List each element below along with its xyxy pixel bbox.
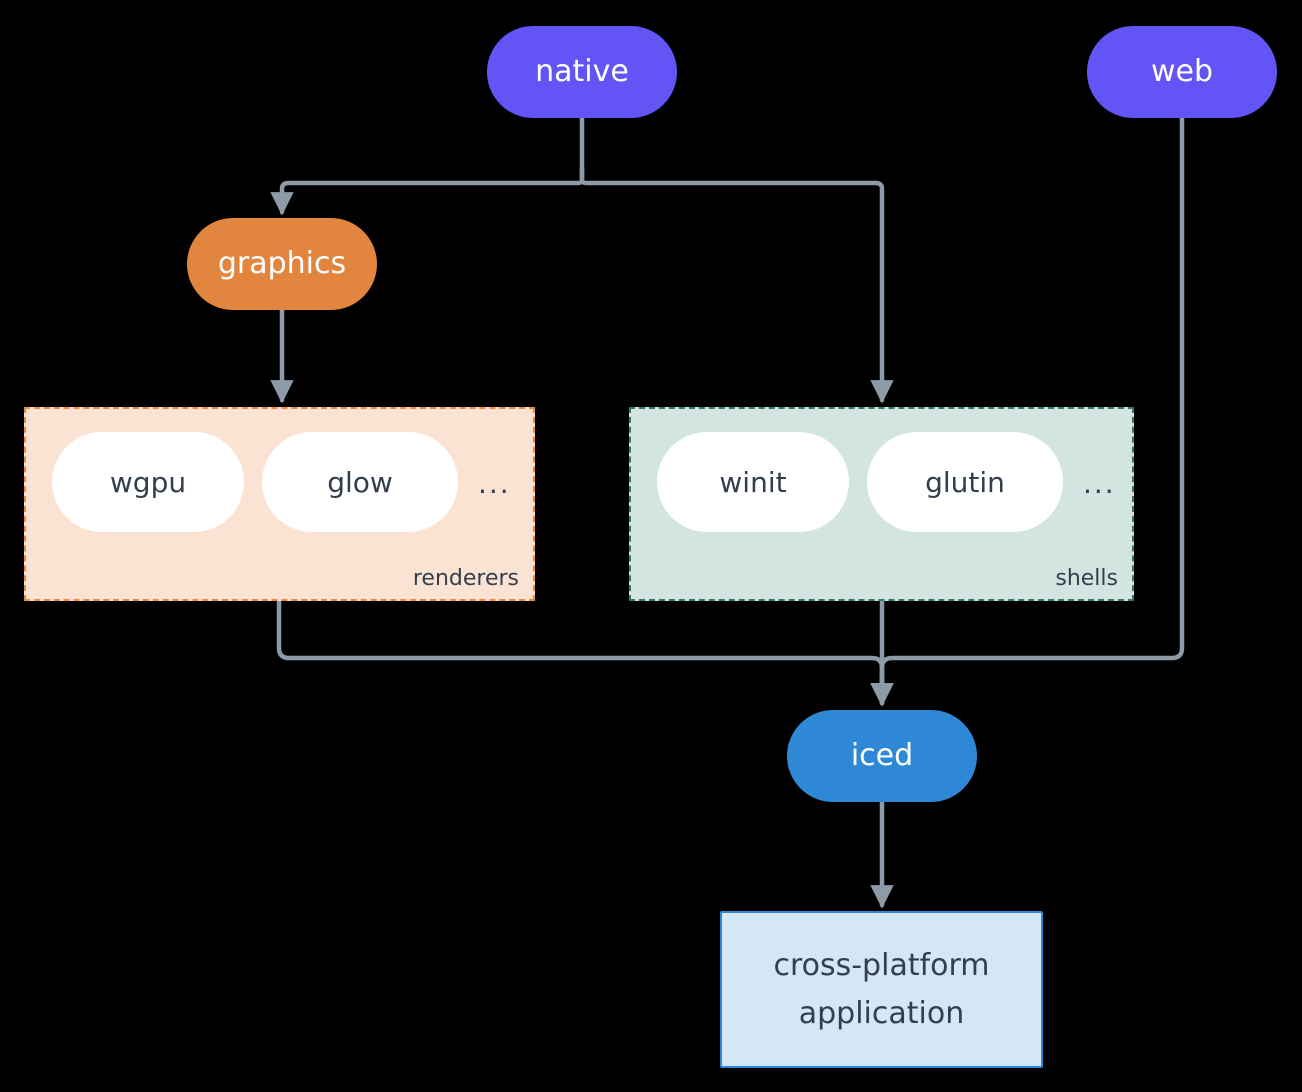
node-graphics[interactable]: graphics bbox=[187, 218, 377, 310]
group-shells-ellipsis: ... bbox=[1083, 467, 1116, 500]
edge-web-to-iced bbox=[870, 115, 1185, 707]
node-native[interactable]: native bbox=[487, 26, 677, 118]
group-shells[interactable]: winit glutin ... shells bbox=[629, 407, 1134, 601]
node-graphics-label: graphics bbox=[217, 246, 347, 282]
group-item-wgpu[interactable]: wgpu bbox=[52, 432, 244, 532]
group-item-label: winit bbox=[719, 465, 787, 499]
group-item-label: glow bbox=[327, 465, 393, 499]
group-item-glow[interactable]: glow bbox=[262, 432, 458, 532]
group-item-winit[interactable]: winit bbox=[657, 432, 849, 532]
node-application[interactable]: cross-platform application bbox=[720, 911, 1043, 1068]
group-renderers-ellipsis: ... bbox=[478, 467, 511, 500]
node-application-line1: cross-platform bbox=[773, 947, 990, 983]
group-shells-label: shells bbox=[1055, 566, 1118, 591]
node-iced-label: iced bbox=[850, 738, 914, 774]
group-item-glutin[interactable]: glutin bbox=[867, 432, 1063, 532]
node-web-label: web bbox=[1150, 54, 1214, 90]
group-renderers[interactable]: wgpu glow ... renderers bbox=[24, 407, 535, 601]
edge-native-to-shells bbox=[579, 165, 894, 404]
node-web[interactable]: web bbox=[1087, 26, 1277, 118]
node-iced[interactable]: iced bbox=[787, 710, 977, 802]
node-native-label: native bbox=[535, 54, 629, 90]
node-application-line2: application bbox=[798, 995, 965, 1031]
edge-renderers-to-iced bbox=[276, 598, 894, 707]
edge-native-to-graphics bbox=[270, 165, 585, 216]
group-item-label: wgpu bbox=[109, 465, 187, 499]
group-renderers-label: renderers bbox=[412, 566, 519, 591]
group-item-label: glutin bbox=[925, 465, 1005, 499]
